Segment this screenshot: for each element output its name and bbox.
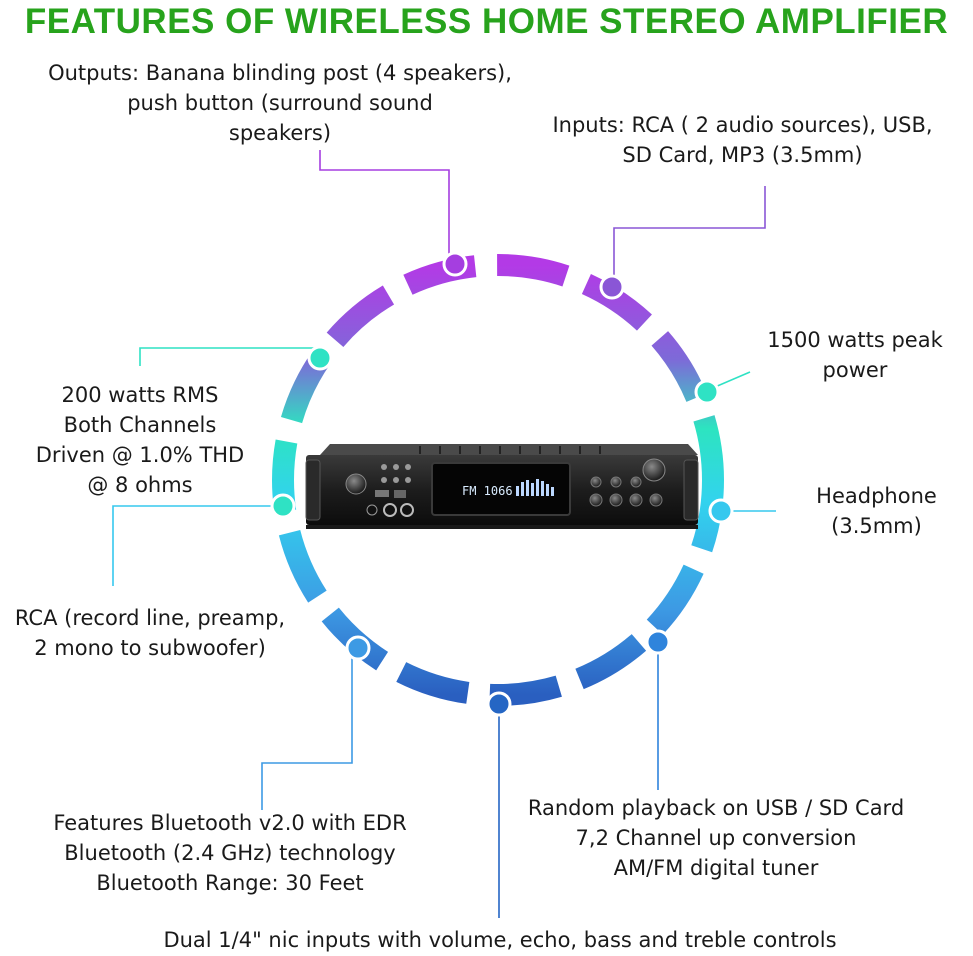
- playback-callout: Random playback on USB / SD Card 7,2 Cha…: [527, 796, 905, 880]
- rms-callout: 200 watts RMS Both Channels Driven @ 1.0…: [35, 383, 245, 497]
- peak-power-callout: 1500 watts peak power: [767, 328, 943, 382]
- mic-callout: Dual 1/4" nic inputs with volume, echo, …: [163, 928, 837, 952]
- outputs-callout: Outputs: Banana blinding post (4 speaker…: [48, 61, 512, 145]
- rca-callout: RCA (record line, preamp, 2 mono to subw…: [14, 606, 286, 660]
- connector-lines: [112, 150, 776, 918]
- ring-dots: [270, 251, 734, 717]
- headphone-callout: Headphone (3.5mm): [816, 484, 937, 538]
- bluetooth-callout: Features Bluetooth v2.0 with EDR Bluetoo…: [53, 811, 407, 895]
- amplifier-image: FM 1066: [305, 444, 699, 529]
- page-title: FEATURES OF WIRELESS HOME STEREO AMPLIFI…: [24, 2, 949, 41]
- display-readout: FM 1066: [462, 484, 513, 498]
- inputs-callout: Inputs: RCA ( 2 audio sources), USB, SD …: [552, 113, 933, 167]
